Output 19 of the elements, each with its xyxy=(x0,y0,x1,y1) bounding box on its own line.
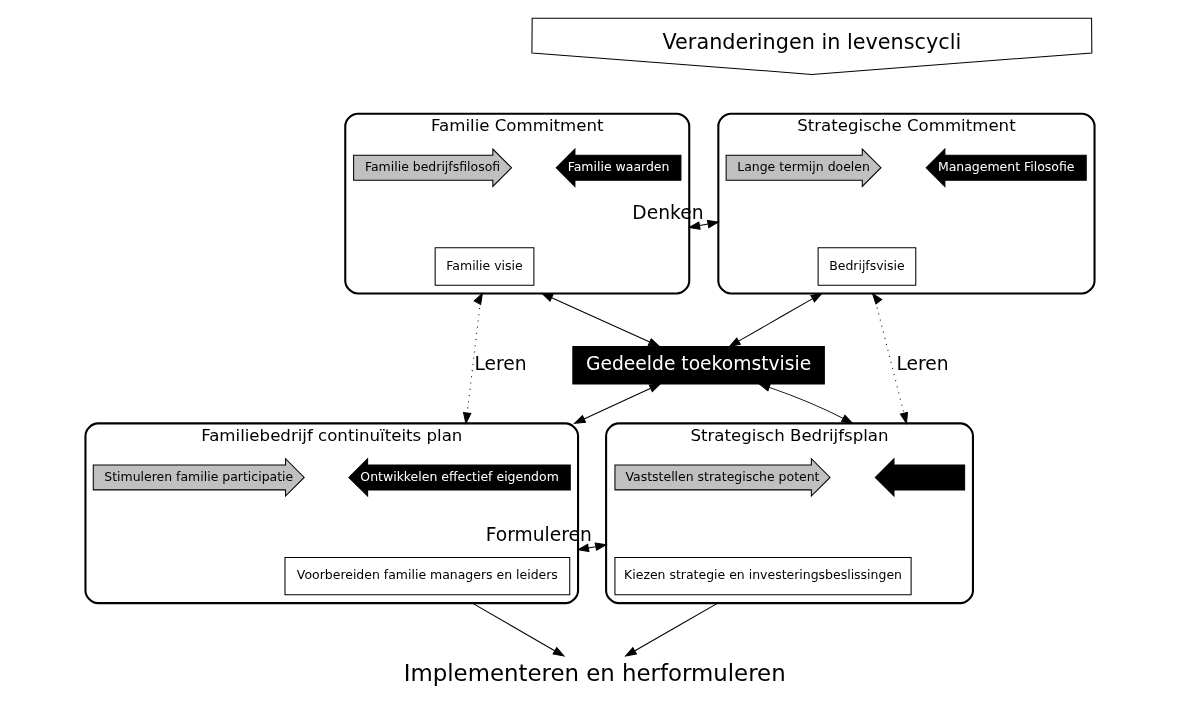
edge-label: Leren xyxy=(896,352,949,374)
arrow xyxy=(757,383,854,425)
node-box: Bedrijfsvisie xyxy=(817,247,917,286)
arrow xyxy=(728,292,824,348)
arrow xyxy=(462,292,484,425)
arrow xyxy=(576,542,608,553)
node-text: Implementeren en herformuleren xyxy=(403,659,786,686)
arrow xyxy=(471,602,566,657)
arrow xyxy=(871,292,909,425)
arrow xyxy=(687,219,720,230)
node-box: Kiezen strategie en investeringsbeslissingen xyxy=(614,556,912,596)
node-box: Voorbereiden familie managers en leiders xyxy=(284,556,571,596)
arrow xyxy=(540,292,661,347)
node-box: Gedeelde toekomstvisie xyxy=(572,345,825,385)
node-arrow xyxy=(874,457,966,498)
edge-label: Leren xyxy=(474,352,527,374)
node-box: Familie visie xyxy=(434,247,535,286)
arrow xyxy=(573,383,662,425)
arrow xyxy=(624,602,719,657)
